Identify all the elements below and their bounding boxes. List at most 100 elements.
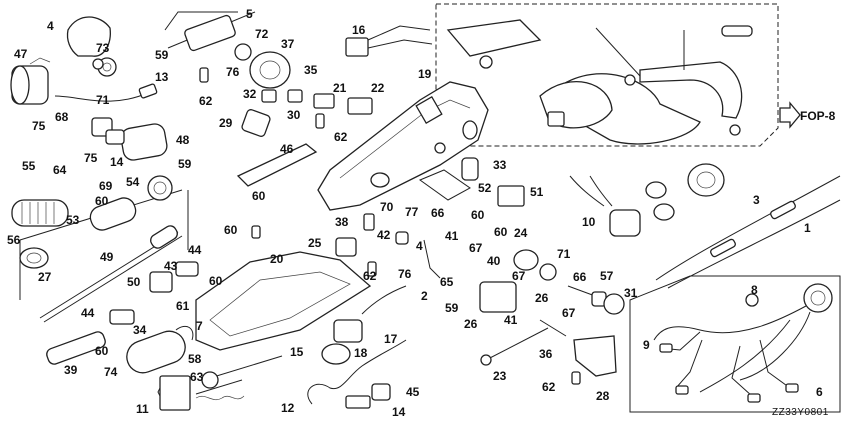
callout-55: 55 xyxy=(22,159,36,173)
callout-53: 53 xyxy=(66,213,80,227)
callout-66b: 66 xyxy=(573,270,587,284)
callout-59: 59 xyxy=(155,48,169,62)
callout-44: 44 xyxy=(188,243,202,257)
callout-36: 36 xyxy=(539,347,553,361)
callout-57: 57 xyxy=(600,269,614,283)
stop-switch xyxy=(10,57,51,105)
callout-4: 4 xyxy=(47,19,54,33)
callout-5: 5 xyxy=(246,7,253,21)
callout-42: 42 xyxy=(377,228,391,242)
callout-41b: 41 xyxy=(504,313,518,327)
callout-32: 32 xyxy=(243,87,257,101)
callout-60e: 60 xyxy=(95,344,109,358)
callout-66: 66 xyxy=(431,206,445,220)
callout-48: 48 xyxy=(176,133,190,147)
callout-20: 20 xyxy=(270,252,284,266)
lower-cover xyxy=(195,251,372,351)
callout-75b: 75 xyxy=(84,151,98,165)
reference-label: FOP-8 xyxy=(800,109,836,123)
callout-35: 35 xyxy=(304,63,318,77)
group-bracket-5 xyxy=(164,11,238,31)
callout-41: 41 xyxy=(445,229,459,243)
callout-44b: 44 xyxy=(81,306,95,320)
callout-69: 69 xyxy=(99,179,113,193)
callout-26a: 26 xyxy=(464,317,478,331)
callout-27: 27 xyxy=(38,270,52,284)
callout-64: 64 xyxy=(53,163,67,177)
callout-34: 34 xyxy=(133,323,147,337)
callout-60a: 60 xyxy=(95,194,109,208)
callout-14b: 14 xyxy=(392,405,406,419)
callout-14: 14 xyxy=(110,155,124,169)
callout-74: 74 xyxy=(104,365,118,379)
callout-70: 70 xyxy=(380,200,394,214)
callout-2: 2 xyxy=(421,289,428,303)
stop-lanyard xyxy=(307,339,407,405)
callout-61: 61 xyxy=(176,299,190,313)
callout-56: 56 xyxy=(7,233,21,247)
callout-60g: 60 xyxy=(471,208,485,222)
callout-37: 37 xyxy=(281,37,295,51)
callout-1: 1 xyxy=(804,221,811,235)
callout-33: 33 xyxy=(493,158,507,172)
callout-71b: 71 xyxy=(557,247,571,261)
wire-harness xyxy=(653,283,833,403)
callout-62d: 62 xyxy=(542,380,556,394)
callout-71: 71 xyxy=(96,93,110,107)
callout-16: 16 xyxy=(352,23,366,37)
callout-62c: 62 xyxy=(363,269,377,283)
callout-59b: 59 xyxy=(178,157,192,171)
callout-46: 46 xyxy=(280,142,294,156)
callout-60f: 60 xyxy=(494,225,508,239)
callout-21: 21 xyxy=(333,81,347,95)
callout-17: 17 xyxy=(384,332,398,346)
callout-77: 77 xyxy=(405,205,419,219)
callout-8: 8 xyxy=(751,283,758,297)
callout-49: 49 xyxy=(100,250,114,264)
callout-31: 31 xyxy=(624,286,638,300)
callout-72: 72 xyxy=(255,27,269,41)
callout-47: 47 xyxy=(14,47,28,61)
harness-group-border xyxy=(629,275,841,413)
callout-25: 25 xyxy=(308,236,322,250)
callout-54: 54 xyxy=(126,175,140,189)
callout-68: 68 xyxy=(55,110,69,124)
callout-11: 11 xyxy=(136,402,149,416)
callout-30: 30 xyxy=(287,108,301,122)
callout-60b: 60 xyxy=(252,189,266,203)
callout-67b: 67 xyxy=(512,269,526,283)
callout-6: 6 xyxy=(816,385,823,399)
callout-67c: 67 xyxy=(562,306,576,320)
callout-76: 76 xyxy=(226,65,240,79)
callout-40: 40 xyxy=(487,254,501,268)
callout-39: 39 xyxy=(64,363,78,377)
callout-51: 51 xyxy=(530,185,544,199)
callout-60d: 60 xyxy=(209,274,223,288)
tiller-handle-body xyxy=(317,81,489,211)
callout-73: 73 xyxy=(96,41,110,55)
callout-58: 58 xyxy=(188,352,202,366)
callout-50: 50 xyxy=(127,275,141,289)
callout-15: 15 xyxy=(290,345,304,359)
reference-arrow-icon xyxy=(779,101,801,129)
callout-7: 7 xyxy=(196,319,203,333)
callout-12: 12 xyxy=(281,401,295,415)
callout-9: 9 xyxy=(643,338,650,352)
adjust-knob xyxy=(66,16,111,57)
callout-59c: 59 xyxy=(445,301,459,315)
throttle-cable xyxy=(655,175,841,281)
callout-4b: 4 xyxy=(416,239,423,253)
callout-24: 24 xyxy=(514,226,528,240)
throttle-grip xyxy=(11,199,69,227)
callout-67: 67 xyxy=(469,241,483,255)
callout-18: 18 xyxy=(354,346,368,360)
callout-13: 13 xyxy=(155,70,169,84)
shift-cable xyxy=(667,199,841,289)
callout-63: 63 xyxy=(190,370,204,384)
callout-45: 45 xyxy=(406,385,420,399)
callout-3: 3 xyxy=(753,193,760,207)
callout-52: 52 xyxy=(478,181,492,195)
callout-23: 23 xyxy=(493,369,507,383)
callout-26b: 26 xyxy=(535,291,549,305)
